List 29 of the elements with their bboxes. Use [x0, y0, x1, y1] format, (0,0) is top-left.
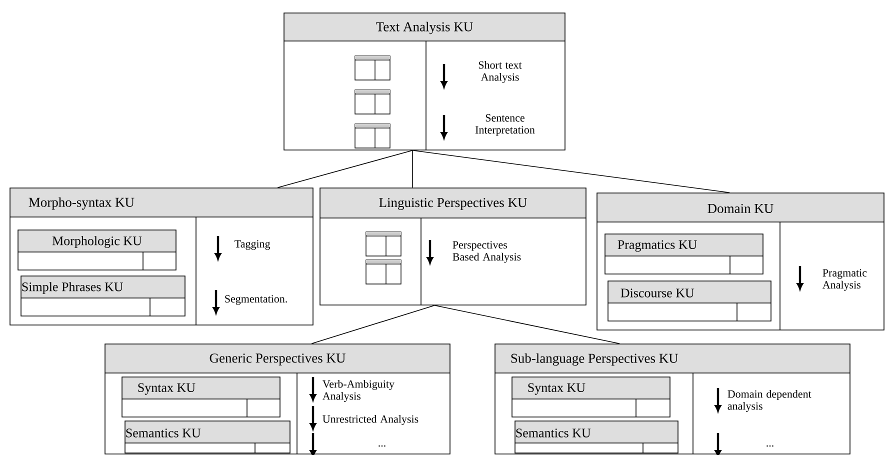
connector-line: [412, 150, 730, 193]
connector-line: [412, 150, 413, 188]
process-label: Pragmatic Analysis: [822, 269, 867, 291]
knowledge-unit-box: Morphologic KU: [18, 230, 176, 270]
knowledge-unit-box: Discourse KU: [608, 280, 772, 322]
box-title: Sub-language Perspectives KU: [511, 353, 678, 366]
box-title: Domain KU: [708, 204, 774, 214]
knowledge-unit-box: Syntax KU: [122, 376, 280, 418]
process-label: Tagging: [234, 240, 270, 250]
connector-line: [277, 150, 413, 188]
process-label: Short text Analysis: [478, 61, 522, 83]
box-title: Text Analysis KU: [376, 22, 473, 34]
knowledge-unit-box: Simple Phrases KU: [20, 276, 186, 316]
process-label: Unrestricted Analysis: [322, 415, 418, 425]
process-label: ...: [378, 445, 386, 447]
process-label: Domain dependent analysis: [728, 390, 812, 412]
process-label: Segmentation.: [225, 295, 287, 305]
connector-line: [311, 305, 435, 344]
process-label: Verb-Ambiguity Analysis: [322, 380, 394, 402]
knowledge-unit-box: Semantics KU: [514, 420, 678, 454]
knowledge-unit-box: Syntax KU: [512, 376, 670, 418]
box-title: Generic Perspectives KU: [210, 354, 346, 366]
process-label: ...: [766, 445, 774, 447]
process-label: Sentence Interpretation: [475, 114, 535, 136]
knowledge-unit-box: Semantics KU: [124, 420, 290, 454]
process-label: Perspectives Based Analysis: [452, 241, 521, 263]
box-title: Linguistic Perspectives KU: [379, 198, 527, 210]
box-title: Morpho-syntax KU: [28, 197, 134, 210]
knowledge-unit-box: Pragmatics KU: [604, 234, 764, 274]
